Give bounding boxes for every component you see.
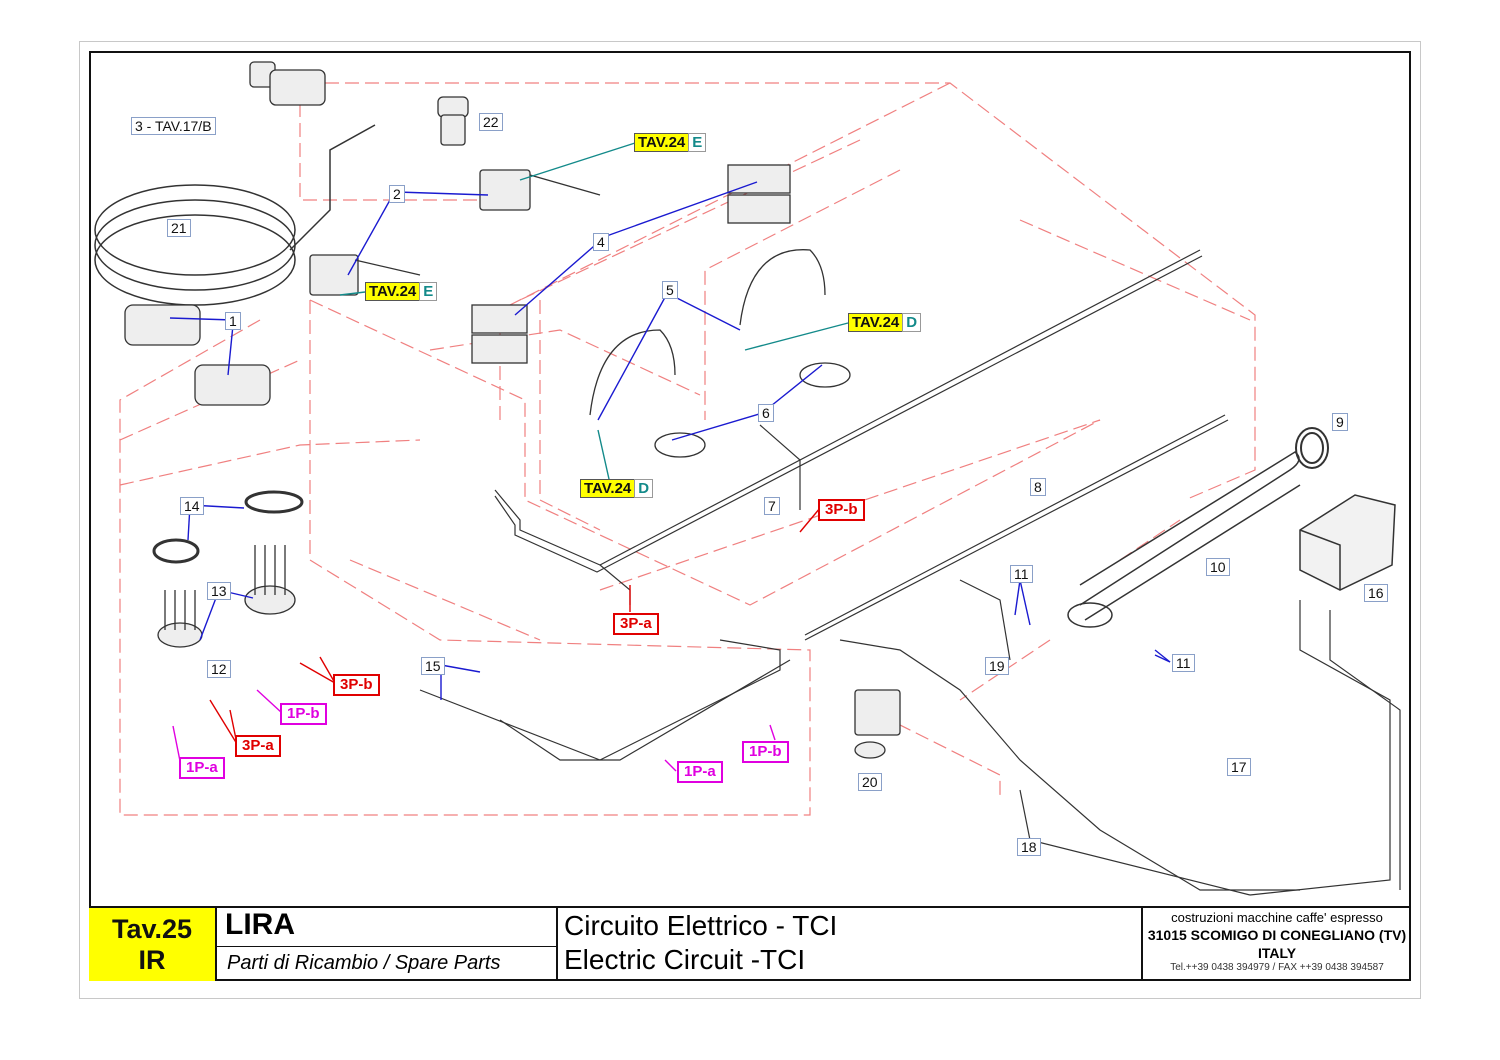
table-number: Tav.25 xyxy=(111,913,193,944)
reference-table-label: TAV.24 xyxy=(848,313,904,332)
company-country: ITALY xyxy=(1257,945,1297,961)
model-subtitle: Parti di Ricambio / Spare Parts xyxy=(227,952,501,974)
callout-6: 6 xyxy=(758,404,774,422)
wire-tag-3p-a-harness: 3P-a xyxy=(613,613,659,635)
drawing-sheet xyxy=(89,51,1411,981)
company-address: 31015 SCOMIGO DI CONEGLIANO (TV) xyxy=(1147,927,1407,943)
fuse-holder-drawing xyxy=(124,304,271,406)
callout-5: 5 xyxy=(662,281,678,299)
reference-table-label: TAV.24 xyxy=(580,479,636,498)
callout-15: 15 xyxy=(421,657,445,675)
reference-suffix: D xyxy=(634,479,654,498)
company-cell: costruzioni macchine caffe' espresso 310… xyxy=(1143,908,1411,981)
company-contact: Tel.++39 0438 394979 / FAX ++39 0438 394… xyxy=(1170,962,1384,973)
callout-14: 14 xyxy=(180,497,204,515)
company-tagline: costruzioni macchine caffe' espresso xyxy=(1171,910,1383,925)
callout-11-lower: 11 xyxy=(1172,654,1195,672)
rotary-switch-drawing xyxy=(249,61,326,106)
solenoid-valve-drawing xyxy=(854,689,901,759)
heating-element-drawing xyxy=(1067,451,1301,628)
callout-18: 18 xyxy=(1017,838,1041,856)
callout-13: 13 xyxy=(207,582,231,600)
callout-21: 21 xyxy=(167,219,191,237)
cable-gland-drawing xyxy=(437,96,469,146)
wire-tag-1p-b-harness: 1P-b xyxy=(742,741,789,763)
callout-12: 12 xyxy=(207,660,231,678)
wire-tag-3p-a-terminals: 3P-a xyxy=(235,735,281,757)
wire-harness xyxy=(419,249,1401,896)
wire-tag-3p-b-terminals: 3P-b xyxy=(333,674,380,696)
level-probe-drawing xyxy=(152,249,851,564)
pressure-switch-drawing xyxy=(1299,494,1396,591)
callout-17: 17 xyxy=(1227,758,1251,776)
callout-4: 4 xyxy=(593,233,609,251)
table-variant: IR xyxy=(138,944,166,975)
model-divider xyxy=(217,946,556,947)
callout-7: 7 xyxy=(764,497,780,515)
model-name: LIRA xyxy=(225,908,295,941)
wire-tag-1p-a-terminals: 1P-a xyxy=(179,757,225,779)
leader-lines xyxy=(169,181,1171,700)
thermostat-drawing xyxy=(309,169,601,296)
callout-2: 2 xyxy=(389,185,405,203)
outer-frame xyxy=(79,41,1421,999)
reference-table-label: TAV.24 xyxy=(365,282,421,301)
callout-11-upper: 11 xyxy=(1010,565,1033,583)
callout-22: 22 xyxy=(479,113,503,131)
reference-table-label: TAV.24 xyxy=(634,133,690,152)
reference-suffix: E xyxy=(688,133,707,152)
reference-suffix: E xyxy=(419,282,438,301)
callout-1: 1 xyxy=(225,312,241,330)
model-cell: LIRA Parti di Ricambio / Spare Parts xyxy=(217,908,558,981)
callout-9: 9 xyxy=(1332,413,1348,431)
circuit-title-cell: Circuito Elettrico - TCI Electric Circui… xyxy=(558,908,1143,981)
circuit-title-italian: Circuito Elettrico - TCI xyxy=(564,910,838,941)
callout-16: 16 xyxy=(1364,584,1388,602)
callout-3-reference: 3 - TAV.17/B xyxy=(131,117,216,135)
circuit-title-english: Electric Circuit -TCI xyxy=(564,944,806,975)
callout-19: 19 xyxy=(985,657,1009,675)
gasket-drawing xyxy=(1295,427,1329,469)
wire-tag-1p-b-terminals: 1P-b xyxy=(280,703,327,725)
heater-head-drawing xyxy=(157,545,296,648)
callout-10: 10 xyxy=(1206,558,1230,576)
wire-tag-1p-a-harness: 1P-a xyxy=(677,761,723,783)
reference-suffix: D xyxy=(902,313,922,332)
callout-8: 8 xyxy=(1030,478,1046,496)
title-block: Tav.25 IR LIRA Parti di Ricambio / Spare… xyxy=(89,906,1411,981)
wire-tag-3p-b-harness: 3P-b xyxy=(818,499,865,521)
table-id-cell: Tav.25 IR xyxy=(89,908,217,981)
callout-20: 20 xyxy=(858,773,882,791)
